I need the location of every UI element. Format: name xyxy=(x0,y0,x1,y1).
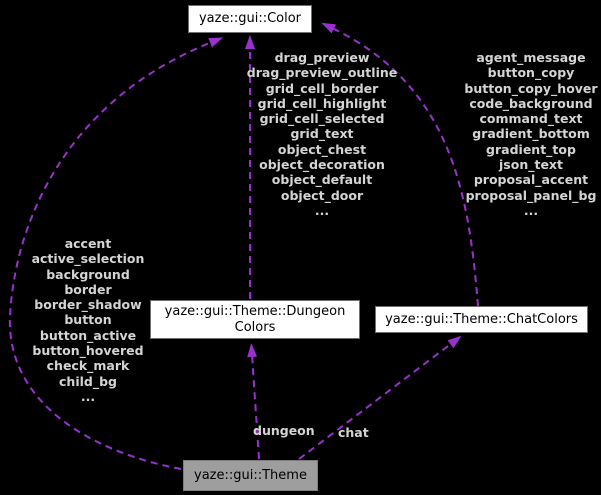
edge-label-chat: chat xyxy=(338,425,369,440)
edge-member-item: button_copy_hover xyxy=(464,80,598,96)
edge-theme-to-dungeoncolors xyxy=(247,343,260,460)
edge-member-item: button_active xyxy=(39,327,137,343)
edge-member-item: grid_cell_selected xyxy=(259,111,385,127)
edge-member-item: object_default xyxy=(271,172,373,188)
node-yaze-gui-color[interactable]: yaze::gui::Color xyxy=(188,5,312,33)
node-label: yaze::gui::Color xyxy=(198,11,302,26)
edge-member-item: border xyxy=(64,281,112,297)
edge-member-item: background xyxy=(46,266,130,282)
edge-member-item: check_mark xyxy=(46,358,130,374)
edge-member-item: ... xyxy=(314,202,330,218)
node-label-line1: yaze::gui::Theme::Dungeon xyxy=(164,303,346,319)
edge-member-item: grid_cell_border xyxy=(265,80,379,96)
edge-member-item: grid_cell_highlight xyxy=(257,95,387,111)
edge-member-item: proposal_panel_bg xyxy=(465,187,597,203)
node-yaze-gui-theme: yaze::gui::Theme xyxy=(183,460,318,491)
edge-theme-to-chatcolors xyxy=(298,335,462,460)
edge-member-item: button_hovered xyxy=(32,343,144,359)
edge-member-item: command_text xyxy=(479,111,583,127)
edge-theme-to-color xyxy=(8,37,224,470)
edge-member-item: ... xyxy=(80,388,96,404)
edge-member-item: grid_text xyxy=(290,126,354,142)
edge-member-item: ... xyxy=(523,202,539,218)
node-label: yaze::gui::Theme::ChatColors xyxy=(385,311,578,327)
node-yaze-gui-theme-chatcolors[interactable]: yaze::gui::Theme::ChatColors xyxy=(375,306,588,333)
node-yaze-gui-theme-dungeoncolors[interactable]: yaze::gui::Theme::Dungeon Colors xyxy=(150,300,360,339)
edge-member-item: code_background xyxy=(469,95,593,111)
edge-member-item: drag_preview_outline xyxy=(246,65,398,81)
edge-chatcolors-to-color xyxy=(321,22,479,307)
node-label-line2: Colors xyxy=(234,319,276,335)
edge-label-dungeon: dungeon xyxy=(253,423,315,438)
edge-member-item: agent_message xyxy=(476,50,586,65)
edge-member-item: object_door xyxy=(280,187,364,203)
edge-member-item: proposal_accent xyxy=(473,172,589,188)
edge-member-item: gradient_bottom xyxy=(472,126,590,142)
edge-member-item: button xyxy=(64,312,112,328)
edge-member-item: active_selection xyxy=(31,251,145,267)
node-label: yaze::gui::Theme xyxy=(194,467,307,483)
edge-member-item: border_shadow xyxy=(34,297,142,313)
edge-member-item: drag_preview xyxy=(274,50,370,65)
edge-member-item: button_copy xyxy=(487,65,575,81)
edge-member-item: object_decoration xyxy=(259,157,385,173)
edge-member-item: accent xyxy=(64,236,112,251)
edge-member-item: object_chest xyxy=(277,141,367,157)
edge-member-item: child_bg xyxy=(59,373,117,389)
edge-member-item: json_text xyxy=(499,157,563,173)
edge-member-item: gradient_top xyxy=(486,141,576,157)
